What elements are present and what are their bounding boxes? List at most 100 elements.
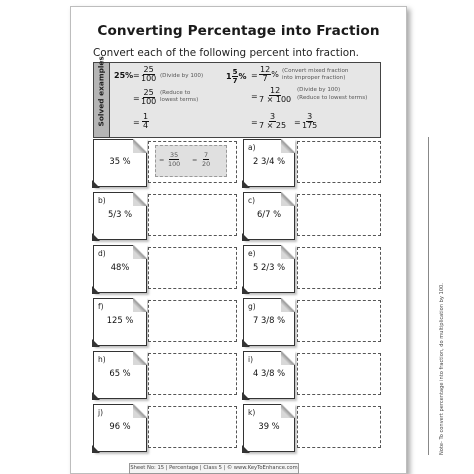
question-card-left: j) 96 %: [92, 404, 147, 453]
answer-box-left[interactable]: [148, 353, 237, 395]
question-letter: k): [248, 408, 256, 417]
question-card-right: k)39 %: [242, 404, 295, 453]
question-card-left: b)5/3 %: [92, 192, 147, 241]
answer-box-right[interactable]: [297, 406, 381, 448]
question-row: b)5/3 % c)6/7 %: [92, 192, 381, 241]
example2-eq: =: [251, 71, 258, 80]
question-card-right: i) 4 3/8 %: [242, 351, 295, 400]
question-card-right: g) 7 3/8 %: [242, 298, 295, 347]
example2-note2: (Divide by 100): [297, 87, 341, 93]
question-card-left: 35 %: [92, 139, 147, 188]
worksheet-title: Converting Percentage into Fraction: [97, 23, 380, 39]
question-value: 125 %: [106, 315, 134, 325]
question-letter: c): [248, 196, 256, 205]
question-letter: a): [248, 143, 256, 152]
question-letter: f): [98, 302, 104, 311]
solved-examples-label: Solved examples: [96, 56, 106, 127]
question-row: h)65 % i) 4 3/8 %: [92, 351, 381, 400]
answer-box-right[interactable]: [297, 353, 381, 395]
example1-note1: (Divide by 100): [160, 73, 204, 79]
page-curl-icon: [281, 245, 295, 259]
question-value: 65 %: [109, 368, 131, 378]
question-letter: e): [248, 249, 256, 258]
page-curl-icon: [133, 139, 147, 153]
answer-box-left[interactable]: [148, 247, 237, 289]
example2-eq4: =: [294, 118, 301, 127]
corner-triangle-icon: [92, 392, 100, 400]
question-letter: h): [98, 355, 106, 364]
page-curl-icon: [281, 139, 295, 153]
corner-triangle-icon: [242, 339, 250, 347]
side-note: Note- To convert percentage into fractio…: [439, 283, 445, 455]
page-curl-icon: [281, 404, 295, 418]
page-curl-icon: [133, 298, 147, 312]
answer-box-left[interactable]: [148, 406, 237, 448]
question-letter: b): [98, 196, 106, 205]
question-row: d)48%e)5 2/3 %: [92, 245, 381, 294]
corner-triangle-icon: [242, 286, 250, 294]
question-value: 7 3/8 %: [252, 315, 286, 325]
example2-note3: (Reduce to lowest terms): [297, 95, 368, 101]
question-value: 5/3 %: [107, 209, 133, 219]
page-curl-icon: [133, 245, 147, 259]
worksheet-page: Converting Percentage into Fraction Conv…: [70, 6, 445, 474]
page-curl-icon: [133, 192, 147, 206]
question-value: 48%: [110, 262, 130, 272]
example1-eq2: =: [133, 94, 140, 103]
answer-box-left[interactable]: [148, 194, 237, 236]
worksheet-instructions: Convert each of the following percent in…: [93, 47, 359, 59]
corner-triangle-icon: [92, 339, 100, 347]
corner-triangle-icon: [92, 233, 100, 241]
question-letter: g): [248, 302, 256, 311]
question-value: 35 %: [109, 156, 131, 166]
page-curl-icon: [133, 404, 147, 418]
example1-percent: 25%: [114, 71, 134, 80]
example2-eq3: =: [251, 118, 258, 127]
corner-triangle-icon: [242, 233, 250, 241]
page-curl-icon: [281, 351, 295, 365]
corner-triangle-icon: [92, 286, 100, 294]
question-row: f)125 % g) 7 3/8 %: [92, 298, 381, 347]
question-value: 2 3/4 %: [252, 156, 286, 166]
question-value: 96 %: [109, 421, 131, 431]
question-card-right: a) 2 3/4 %: [242, 139, 295, 188]
corner-triangle-icon: [92, 180, 100, 188]
question-value: 39 %: [258, 421, 280, 431]
question-value: 4 3/8 %: [252, 368, 286, 378]
answer-box-right[interactable]: [297, 141, 381, 183]
question-value: 6/7 %: [256, 209, 282, 219]
corner-triangle-icon: [242, 392, 250, 400]
answer-box-left[interactable]: [148, 300, 237, 342]
footer-bar: Sheet No: 15 | Percentage | Class 5 | © …: [129, 463, 299, 474]
corner-triangle-icon: [92, 445, 100, 453]
corner-triangle-icon: [242, 445, 250, 453]
page-curl-icon: [281, 298, 295, 312]
question-card-left: d) 48%: [92, 245, 147, 294]
page-curl-icon: [281, 192, 295, 206]
example2-eq2: =: [251, 92, 258, 101]
page-curl-icon: [133, 351, 147, 365]
question-letter: j): [98, 408, 104, 417]
corner-triangle-icon: [242, 180, 250, 188]
question-row: j) 96 % k)39 %: [92, 404, 381, 453]
side-note-divider: [428, 137, 431, 455]
example1-eq3: =: [133, 118, 140, 127]
question-letter: i): [248, 355, 254, 364]
answer-box-right[interactable]: [297, 194, 381, 236]
question-card-left: f)125 %: [92, 298, 147, 347]
question-card-right: c)6/7 %: [242, 192, 295, 241]
question-letter: d): [98, 249, 106, 258]
answer-box-right[interactable]: [297, 247, 381, 289]
answer-box-right[interactable]: [297, 300, 381, 342]
